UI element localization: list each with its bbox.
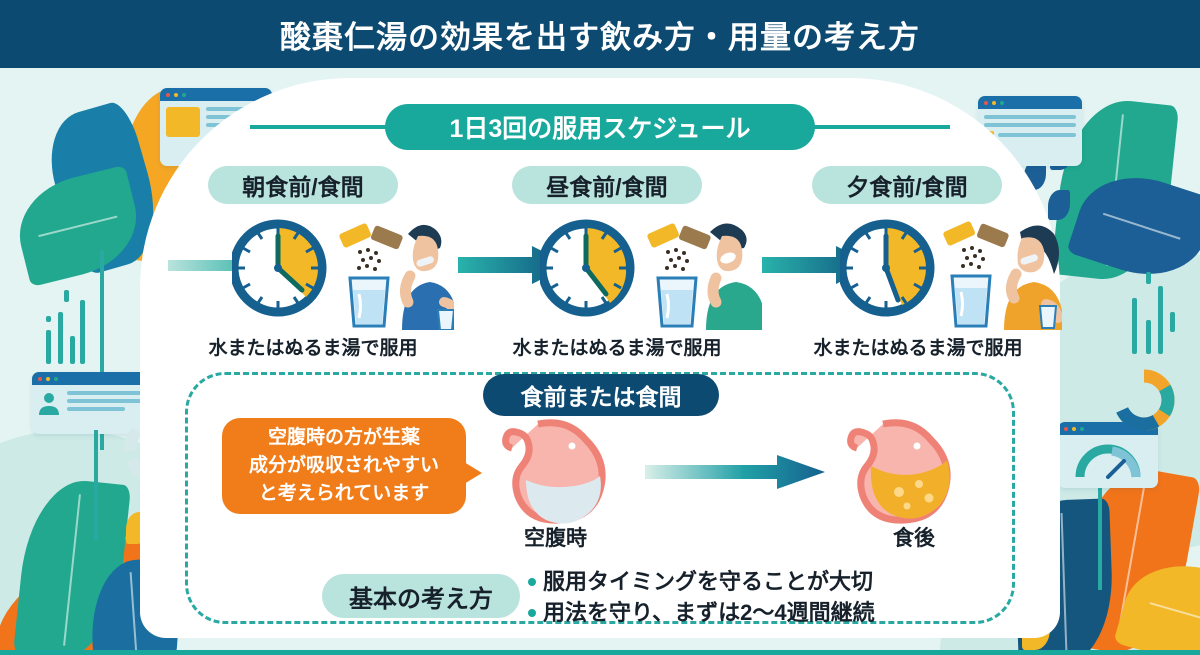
avatar-icon [39, 393, 59, 415]
bullet-dot-icon [528, 608, 536, 617]
water-glass-icon [950, 274, 992, 328]
speech-line-2: 成分が吸収されやすい [248, 455, 439, 476]
page-title: 酸棗仁湯の効果を出す飲み方・用量の考え方 [280, 19, 920, 55]
medicine-sachet-icon [647, 223, 711, 271]
medicine-sachet-icon [943, 221, 1009, 269]
browser-window-icon [32, 372, 156, 434]
clock-icon [232, 219, 327, 317]
stomach-icon-full [847, 419, 951, 524]
flow-line-start [168, 260, 280, 271]
basics-bullet-item: 服用タイミングを守ることが大切 [528, 566, 875, 597]
page-header: 酸棗仁湯の効果を出す飲み方・用量の考え方 [0, 0, 1200, 68]
water-glass-icon [656, 276, 698, 328]
donut-chart-icon [1113, 369, 1175, 431]
basics-bullet-list: 服用タイミングを守ることが大切 用法を守り、まずは2〜4週間継続 [528, 566, 875, 628]
caption-noon: 水またはぬるま湯で服用 [512, 338, 722, 359]
basics-badge: 基本の考え方 [322, 574, 520, 618]
clock-icon [840, 219, 935, 317]
slot-label-noon: 昼食前/食間 [512, 166, 702, 204]
schedule-badge: 1日3回の服用スケジュール [385, 104, 815, 150]
water-glass-icon [348, 276, 390, 328]
stomach-full-label: 食後 [893, 527, 935, 550]
speech-line-1: 空腹時の方が生薬 [267, 427, 420, 448]
illustration-evening [840, 219, 1062, 330]
basics-bullet-text: 用法を守り、まずは2〜4週間継続 [543, 600, 875, 625]
leaf-decoration-icon [8, 164, 148, 288]
illustration-morning [232, 219, 454, 330]
person-taking-medicine-icon [706, 223, 762, 330]
slot-label-evening: 夕食前/食間 [812, 166, 1002, 204]
caption-morning: 水またはぬるま湯で服用 [208, 338, 418, 359]
speech-line-3: と考えられています [258, 483, 430, 504]
bullet-dot-icon [528, 577, 536, 586]
person-taking-medicine-icon [399, 224, 454, 330]
basics-bullet-text: 服用タイミングを守ることが大切 [543, 569, 874, 594]
dashed-frame [185, 372, 1015, 624]
footer-rule [0, 650, 1200, 655]
timing-badge: 食前または食間 [483, 374, 719, 416]
slot-label-morning: 朝食前/食間 [208, 166, 398, 204]
gauge-icon [1075, 444, 1141, 479]
illustration-noon [540, 219, 762, 330]
person-taking-medicine-icon [1004, 225, 1062, 330]
stomach-empty-label: 空腹時 [524, 527, 587, 550]
medicine-sachet-icon [339, 223, 403, 271]
right-arrow-icon [645, 455, 825, 489]
clock-icon [540, 219, 635, 317]
stomach-icon-empty [502, 419, 606, 524]
speech-bubble: 空腹時の方が生薬 成分が吸収されやすい と考えられています [222, 418, 482, 514]
caption-evening: 水またはぬるま湯で服用 [813, 338, 1023, 359]
speech-tail [464, 462, 482, 484]
basics-bullet-item: 用法を守り、まずは2〜4週間継続 [528, 597, 875, 628]
